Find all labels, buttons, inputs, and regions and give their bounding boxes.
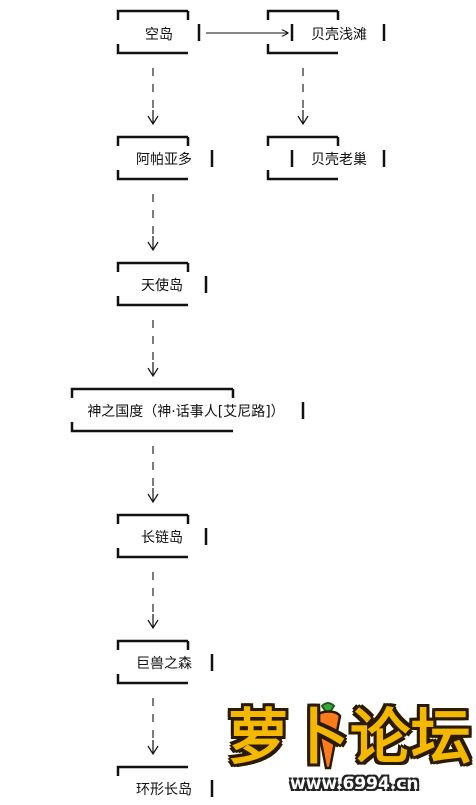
node-jushouzhisen-label: 巨兽之森 (136, 656, 192, 672)
node-huanxingchangdao-label: 环形长岛 (136, 782, 192, 798)
node-kongdao: 空岛 (116, 9, 201, 55)
node-apayaduo-label: 阿帕亚多 (136, 151, 192, 168)
node-shenzhiguodu: 神之国度（神·话事人[艾尼路]） (70, 387, 305, 433)
node-kongdao-label: 空岛 (145, 27, 173, 43)
node-tianshidao-label: 天使岛 (141, 277, 183, 294)
arrow-changliandao-to-jushouzhisen (147, 572, 159, 630)
node-tianshidao: 天使岛 (116, 261, 208, 307)
watermark-text: 萝卜论坛 (228, 703, 472, 773)
watermark-logo: 萝卜论坛 www.6994.cn (228, 700, 476, 805)
node-changliandao-label: 长链岛 (141, 530, 183, 546)
arrow-shenzhiguodu-to-changliandao (147, 446, 159, 504)
arrow-apayaduo-to-tianshidao (147, 194, 159, 252)
node-jushouzhisen: 巨兽之森 (116, 639, 214, 685)
node-huanxingchangdao: 环形长岛 (116, 765, 214, 798)
node-beike-qiantan-label: 贝壳浅滩 (311, 26, 367, 43)
node-apayaduo: 阿帕亚多 (116, 135, 214, 181)
node-beike-laochao-label: 贝壳老巢 (311, 151, 367, 168)
arrow-tianshidao-to-shenzhiguodu (147, 320, 159, 378)
arrow-kongdao-to-apayaduo (147, 68, 159, 126)
node-beike-qiantan: 贝壳浅滩 (266, 9, 386, 55)
node-beike-laochao: 贝壳老巢 (266, 135, 386, 181)
watermark-url: www.6994.cn (290, 774, 419, 794)
carrot-icon (314, 702, 342, 770)
arrow-jushouzhisen-to-huanxingchangdao (147, 698, 159, 756)
node-shenzhiguodu-label: 神之国度（神·话事人[艾尼路]） (87, 404, 284, 420)
node-changliandao: 长链岛 (116, 513, 208, 559)
arrow-beike-qiantan-to-beike-laochao (297, 68, 309, 126)
